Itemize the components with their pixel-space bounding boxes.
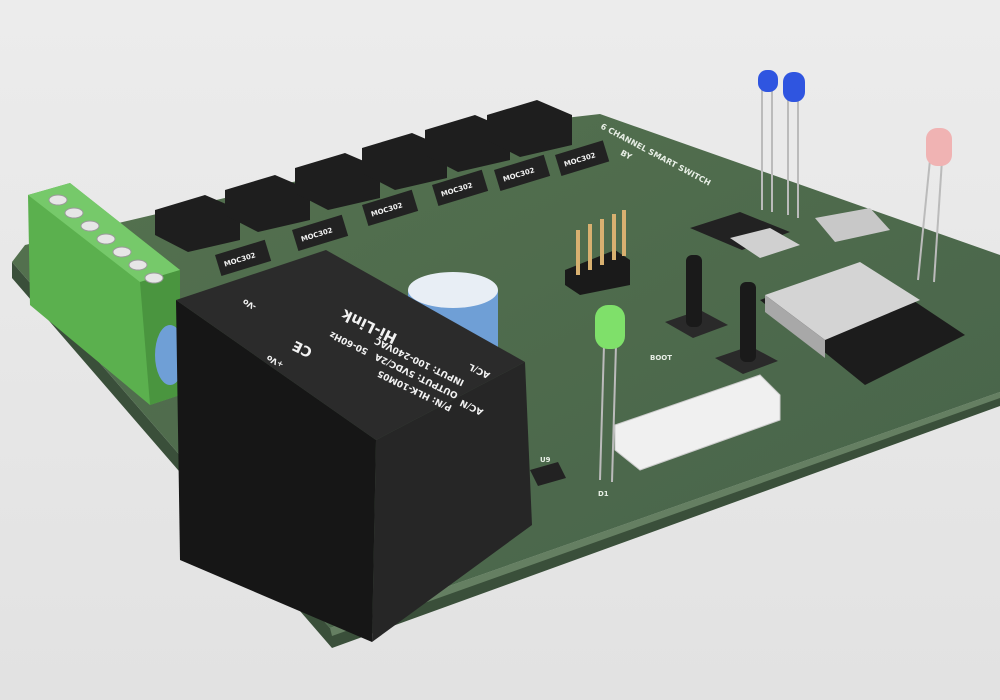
hi-link-power-module: Hi-Link P/N: HLK-10M05 OUTPUT: 5VDC/2A I… (176, 250, 532, 642)
triac-row (155, 100, 572, 252)
usb-c-port (815, 208, 890, 242)
d1-label: D1 (598, 490, 609, 498)
wifi-module (760, 262, 965, 385)
led-blue-1 (758, 70, 778, 212)
module-ce-mark: CE (290, 337, 315, 360)
reset-button (715, 282, 778, 374)
boot-button: BOOT (650, 255, 728, 362)
boot-label: BOOT (650, 354, 672, 362)
pin-header (565, 210, 630, 295)
u9-label: U9 (540, 456, 551, 464)
crystal (730, 228, 800, 258)
optocoupler-row: MOC302 MOC302 MOC302 MOC302 MOC302 MOC30… (215, 140, 610, 277)
led-green: D1 (595, 305, 625, 498)
led-blue-2 (783, 72, 805, 218)
regulator-chip (530, 462, 566, 486)
led-red (917, 128, 952, 283)
jst-connector (614, 374, 781, 471)
